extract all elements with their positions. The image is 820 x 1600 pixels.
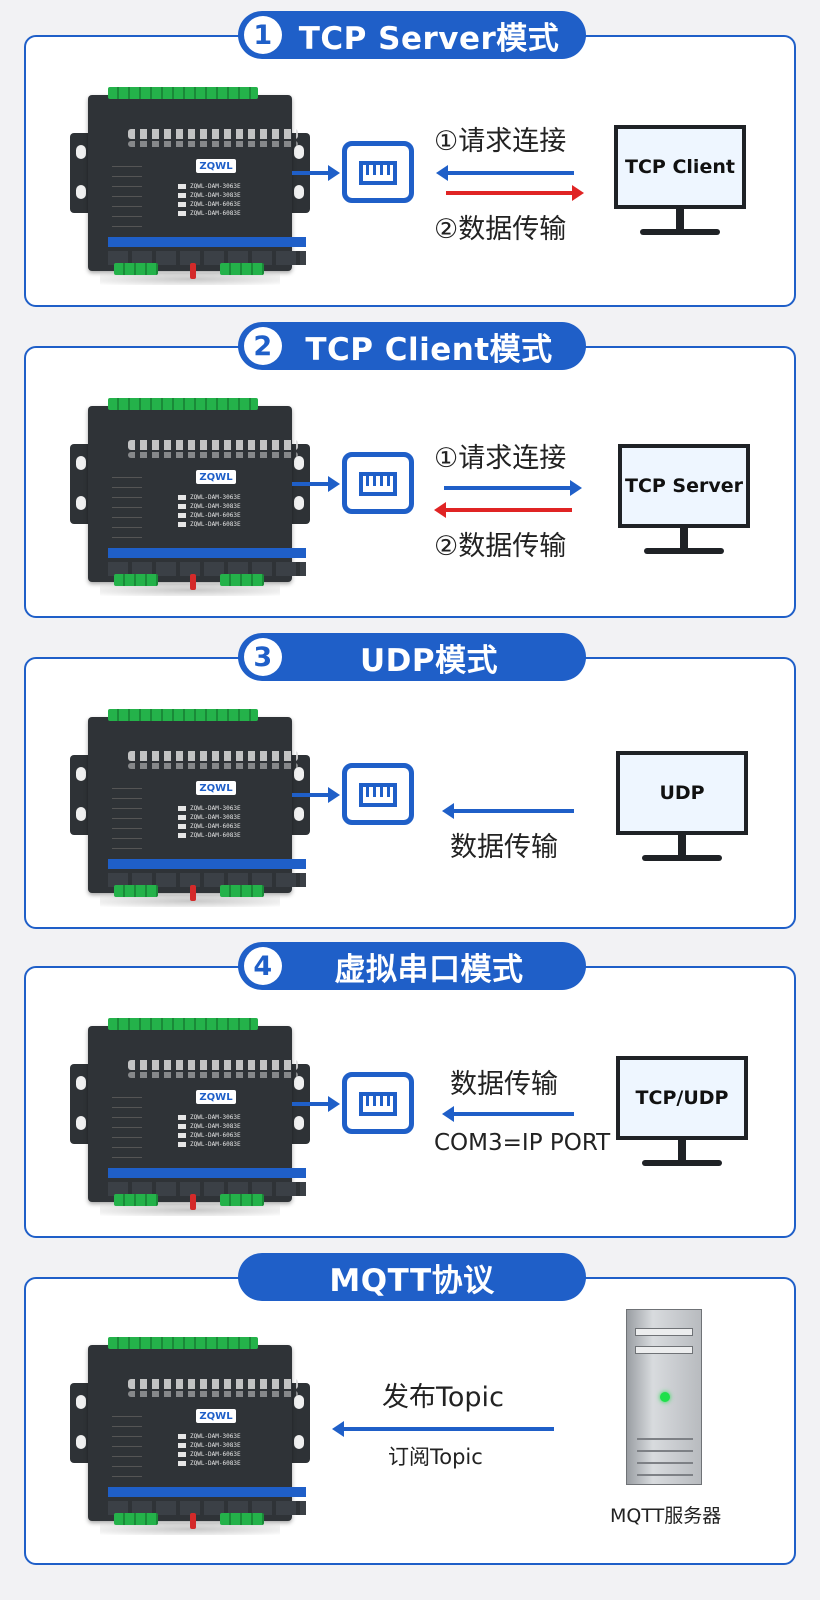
request-connection-label: ①请求连接	[434, 443, 567, 474]
data-transfer-label: ②数据传输	[434, 531, 567, 562]
io-module-device-image: ZQWL ZQWL-DAM-3063E ZQWL-DAM-3083E ZQWL-…	[70, 388, 310, 598]
model-label: ZQWL-DAM-3063E	[178, 1433, 241, 1442]
section-title-pill: 4 虚拟串口模式	[238, 942, 586, 990]
model-label: ZQWL-DAM-6063E	[178, 1451, 241, 1460]
section-title: UDP模式	[359, 642, 499, 679]
section-title-pill: 3 UDP模式	[238, 633, 586, 681]
brand-logo: ZQWL	[196, 470, 236, 484]
ethernet-port-icon	[342, 141, 414, 203]
step-number-badge: 3	[244, 638, 282, 676]
arrow-right-icon	[444, 480, 582, 496]
step-number-badge: 2	[244, 327, 282, 365]
ethernet-port-icon	[342, 763, 414, 825]
section-title: MQTT协议	[329, 1262, 495, 1299]
io-module-device-image: ZQWL ZQWL-DAM-3063E ZQWL-DAM-3083E ZQWL-…	[70, 1327, 310, 1537]
model-label: ZQWL-DAM-3063E	[178, 805, 241, 814]
data-transfer-label: 数据传输	[450, 832, 558, 863]
section-title: TCP Server模式	[298, 20, 560, 57]
model-label: ZQWL-DAM-6083E	[178, 210, 241, 219]
monitor-icon: TCP Server	[618, 444, 750, 568]
subscribe-topic-label: 订阅Topic	[388, 1445, 483, 1469]
io-module-device-image: ZQWL ZQWL-DAM-3063E ZQWL-DAM-3083E ZQWL-…	[70, 1008, 310, 1218]
monitor-label: UDP	[616, 751, 748, 835]
arrow-left-icon	[434, 502, 572, 518]
io-module-device-image: ZQWL ZQWL-DAM-3063E ZQWL-DAM-3083E ZQWL-…	[70, 699, 310, 909]
panel-mqtt: MQTT协议 ZQWL ZQWL-DAM-3063E ZQWL-DAM-3083…	[24, 1253, 796, 1565]
ethernet-port-icon	[342, 452, 414, 514]
section-title-pill: MQTT协议	[238, 1253, 586, 1301]
section-title: 虚拟串口模式	[334, 951, 524, 988]
model-label: ZQWL-DAM-3083E	[178, 503, 241, 512]
brand-logo: ZQWL	[196, 159, 236, 173]
pointer-arrow-icon	[292, 476, 340, 492]
model-label: ZQWL-DAM-6063E	[178, 823, 241, 832]
monitor-label: TCP Server	[618, 444, 750, 528]
model-label: ZQWL-DAM-6063E	[178, 201, 241, 210]
arrow-left-icon	[436, 165, 574, 181]
arrow-left-icon	[442, 1106, 574, 1122]
brand-logo: ZQWL	[196, 781, 236, 795]
panel-tcp-client: 2 TCP Client模式 ZQWL ZQWL-DAM-3063E ZQWL-…	[24, 322, 796, 618]
model-label: ZQWL-DAM-3083E	[178, 1442, 241, 1451]
server-tower-icon	[626, 1309, 702, 1485]
model-label: ZQWL-DAM-3083E	[178, 814, 241, 823]
model-label: ZQWL-DAM-3063E	[178, 1114, 241, 1123]
io-module-device-image: ZQWL ZQWL-DAM-3063E ZQWL-DAM-3083E ZQWL-…	[70, 77, 310, 287]
model-label: ZQWL-DAM-6083E	[178, 521, 241, 530]
model-label: ZQWL-DAM-3083E	[178, 192, 241, 201]
section-title: TCP Client模式	[305, 331, 553, 368]
monitor-label: TCP Client	[614, 125, 746, 209]
panel-tcp-server: 1 TCP Server模式 ZQWL ZQWL-DAM-3063E ZQWL-…	[24, 11, 796, 307]
model-label: ZQWL-DAM-3063E	[178, 183, 241, 192]
data-transfer-label: 数据传输	[450, 1069, 558, 1100]
pointer-arrow-icon	[292, 165, 340, 181]
brand-logo: ZQWL	[196, 1409, 236, 1423]
model-label: ZQWL-DAM-6063E	[178, 512, 241, 521]
monitor-label: TCP/UDP	[616, 1056, 748, 1140]
model-label: ZQWL-DAM-3083E	[178, 1123, 241, 1132]
data-transfer-label: ②数据传输	[434, 214, 567, 245]
step-number-badge: 1	[244, 16, 282, 54]
step-number-badge: 4	[244, 947, 282, 985]
section-title-pill: 1 TCP Server模式	[238, 11, 586, 59]
arrow-left-icon	[442, 803, 574, 819]
arrow-left-icon	[332, 1421, 554, 1437]
monitor-icon: TCP Client	[614, 125, 746, 249]
mqtt-server-label: MQTT服务器	[610, 1505, 722, 1527]
request-connection-label: ①请求连接	[434, 126, 567, 157]
publish-topic-label: 发布Topic	[382, 1382, 504, 1413]
monitor-icon: TCP/UDP	[616, 1056, 748, 1180]
ethernet-port-icon	[342, 1072, 414, 1134]
model-label: ZQWL-DAM-6083E	[178, 1141, 241, 1150]
monitor-icon: UDP	[616, 751, 748, 875]
pointer-arrow-icon	[292, 1096, 340, 1112]
section-title-pill: 2 TCP Client模式	[238, 322, 586, 370]
model-label: ZQWL-DAM-6083E	[178, 1460, 241, 1469]
com-port-mapping-label: COM3=IP PORT	[434, 1130, 611, 1156]
pointer-arrow-icon	[292, 787, 340, 803]
panel-virtual-serial: 4 虚拟串口模式 ZQWL ZQWL-DAM-3063E ZQWL-DAM-30…	[24, 942, 796, 1238]
model-label: ZQWL-DAM-6083E	[178, 832, 241, 841]
model-label: ZQWL-DAM-3063E	[178, 494, 241, 503]
brand-logo: ZQWL	[196, 1090, 236, 1104]
arrow-right-icon	[446, 185, 584, 201]
model-label: ZQWL-DAM-6063E	[178, 1132, 241, 1141]
panel-udp: 3 UDP模式 ZQWL ZQWL-DAM-3063E ZQWL-DAM-308…	[24, 633, 796, 929]
